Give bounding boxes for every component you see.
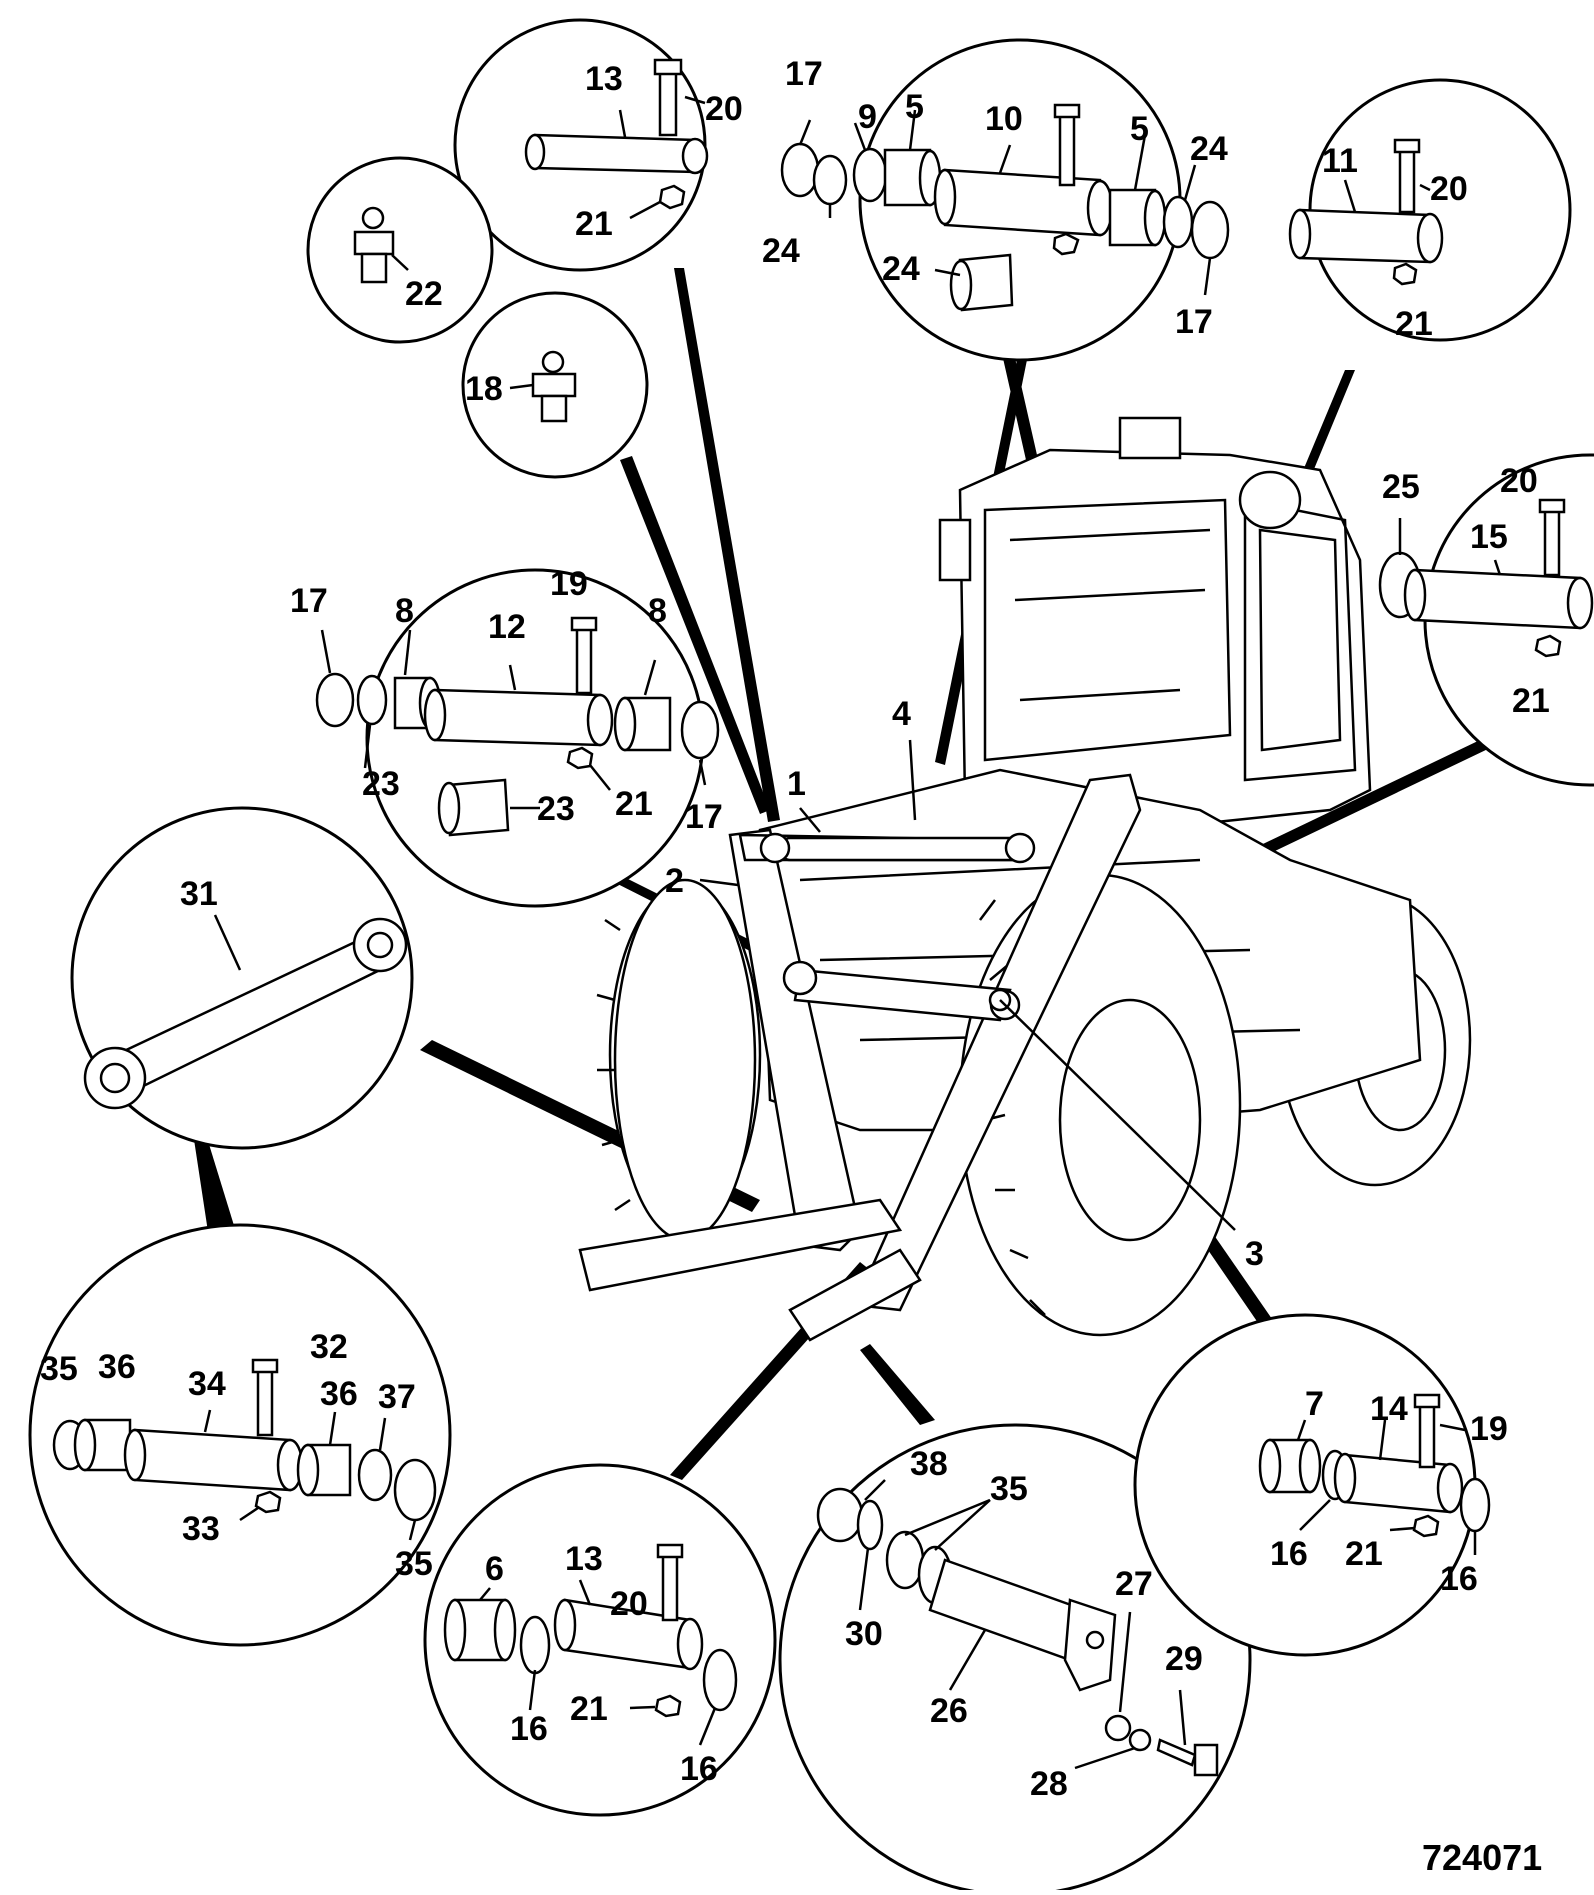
label-6: 6 <box>485 1550 504 1588</box>
label-9: 9 <box>858 98 877 136</box>
wheel-loader <box>578 416 1472 1342</box>
label-8: 8 <box>648 592 667 630</box>
label-13: 13 <box>585 60 623 98</box>
right-loader-arm <box>853 773 1142 1312</box>
label-36: 36 <box>98 1348 136 1386</box>
label-2: 2 <box>665 862 684 900</box>
detail-pin-34 <box>28 1223 452 1647</box>
label-21: 21 <box>1512 682 1550 720</box>
detail-link-31 <box>70 806 414 1150</box>
label-5: 5 <box>905 88 924 126</box>
label-5: 5 <box>1130 110 1149 148</box>
label-21: 21 <box>1395 305 1433 343</box>
detail-pin-15 <box>1378 453 1594 787</box>
lower-arm <box>788 1248 922 1342</box>
label-32: 32 <box>310 1328 348 1366</box>
label-14: 14 <box>1370 1390 1408 1428</box>
label-21: 21 <box>570 1690 608 1728</box>
label-27: 27 <box>1115 1565 1153 1603</box>
label-16: 16 <box>680 1750 718 1788</box>
label-17: 17 <box>685 798 723 836</box>
band-26-pin <box>860 1344 935 1425</box>
detail-pin-13-bottom <box>423 1463 777 1817</box>
label-20: 20 <box>1500 462 1538 500</box>
label-12: 12 <box>488 608 526 646</box>
label-20: 20 <box>705 90 743 128</box>
label-24: 24 <box>882 250 920 288</box>
label-21: 21 <box>615 785 653 823</box>
label-24: 24 <box>762 232 800 270</box>
label-17: 17 <box>1175 303 1213 341</box>
label-26: 26 <box>930 1692 968 1730</box>
label-23: 23 <box>362 765 400 803</box>
band-18-fitting <box>620 456 770 814</box>
detail-pin-10 <box>780 38 1230 362</box>
label-15: 15 <box>1470 518 1508 556</box>
label-35: 35 <box>990 1470 1028 1508</box>
label-33: 33 <box>182 1510 220 1548</box>
label-18: 18 <box>465 370 503 408</box>
front-right-wheel <box>958 873 1242 1337</box>
label-19: 19 <box>550 565 588 603</box>
band-13-pin <box>674 268 780 822</box>
label-16: 16 <box>1270 1535 1308 1573</box>
label-30: 30 <box>845 1615 883 1653</box>
label-23: 23 <box>537 790 575 828</box>
detail-grease-nipple-22 <box>306 156 494 344</box>
figure-reference-number: 724071 <box>1422 1837 1542 1878</box>
detail-pin-13-top <box>453 18 709 272</box>
label-28: 28 <box>1030 1765 1068 1803</box>
label-17: 17 <box>785 55 823 93</box>
mirror <box>1238 470 1302 530</box>
label-19: 19 <box>1470 1410 1508 1448</box>
label-10: 10 <box>985 100 1023 138</box>
label-13: 13 <box>565 1540 603 1578</box>
tilt-cylinder <box>778 836 1032 862</box>
label-29: 29 <box>1165 1640 1203 1678</box>
label-35: 35 <box>395 1545 433 1583</box>
label-17: 17 <box>290 582 328 620</box>
detail-pin-26 <box>778 1423 1252 1895</box>
front-link <box>578 1198 903 1292</box>
beacon-light <box>1118 416 1182 460</box>
label-20: 20 <box>610 1585 648 1623</box>
label-31: 31 <box>180 875 218 913</box>
label-8: 8 <box>395 592 414 630</box>
detail-pin-14 <box>1133 1313 1491 1657</box>
label-16: 16 <box>1440 1560 1478 1598</box>
label-4: 4 <box>892 695 911 733</box>
label-3: 3 <box>1245 1235 1264 1273</box>
detail-pin-11 <box>1288 78 1572 342</box>
label-34: 34 <box>188 1365 226 1403</box>
label-25: 25 <box>1382 468 1420 506</box>
label-16: 16 <box>510 1710 548 1748</box>
left-mirror <box>938 518 972 582</box>
label-38: 38 <box>910 1445 948 1483</box>
label-7: 7 <box>1305 1385 1324 1423</box>
label-22: 22 <box>405 275 443 313</box>
label-11: 11 <box>1322 142 1358 180</box>
front-left-wheel <box>613 878 757 1242</box>
detail-grease-nipple-18 <box>461 291 649 479</box>
label-21: 21 <box>1345 1535 1383 1573</box>
label-37: 37 <box>378 1378 416 1416</box>
label-24: 24 <box>1190 130 1228 168</box>
callout-labels: 13 20 21 22 18 17 24 9 5 10 5 24 24 17 1… <box>40 55 1550 1878</box>
label-20: 20 <box>1430 170 1468 208</box>
label-35: 35 <box>40 1350 78 1388</box>
label-36: 36 <box>320 1375 358 1413</box>
detail-pin-12 <box>315 568 720 908</box>
label-21: 21 <box>575 205 613 243</box>
label-1: 1 <box>787 765 806 803</box>
